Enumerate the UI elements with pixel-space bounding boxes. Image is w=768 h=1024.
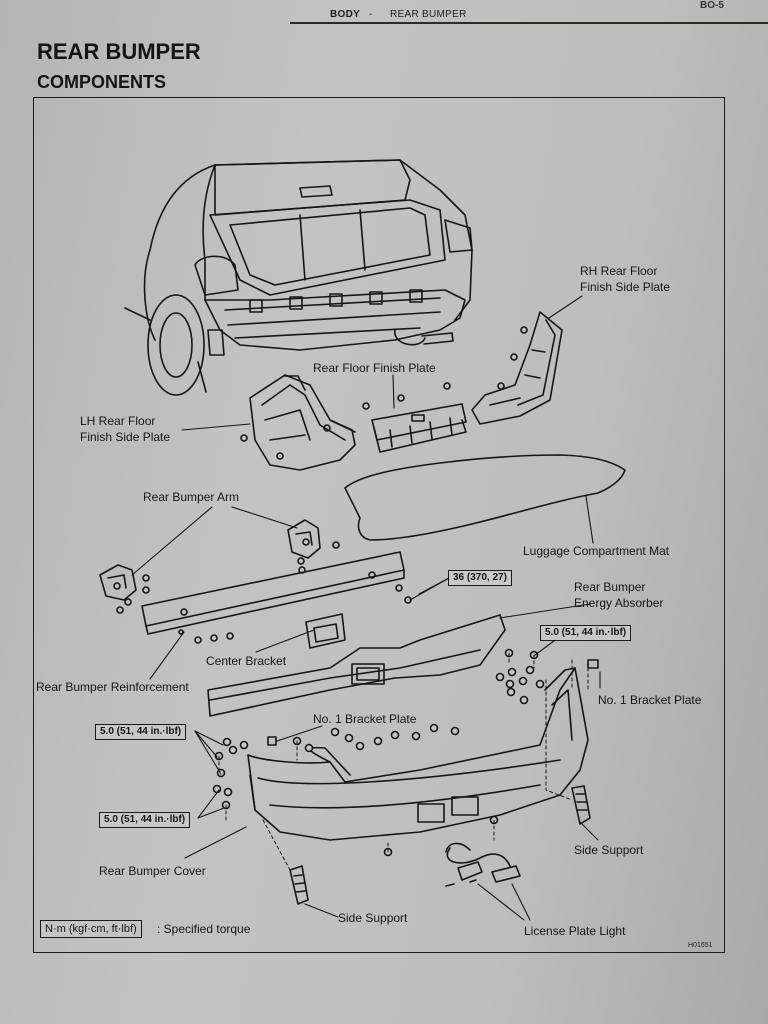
center-bracket [194, 613, 346, 649]
luggage-mat [344, 454, 626, 541]
rh-floor-side-plate [471, 311, 563, 425]
label-center-bracket: Center Bracket [206, 654, 287, 668]
lh-floor-side-plate [240, 374, 356, 471]
side-support-left [289, 865, 309, 905]
torque-reinforcement-bolts: 36 (370, 27) [448, 570, 512, 586]
no1-bracket-plate-right [587, 659, 599, 669]
label-side-support-right: Side Support [574, 843, 644, 857]
legend-meaning: : Specified torque [157, 922, 251, 936]
page-subtitle: COMPONENTS [37, 72, 167, 92]
label-rear-bumper-arm: Rear Bumper Arm [143, 490, 240, 504]
label-rh-plate-line2: Finish Side Plate [580, 280, 671, 294]
label-rh-plate-line1: RH Rear Floor [580, 264, 658, 278]
header-section: BODY [330, 9, 361, 20]
torque-cover-right: 5.0 (51, 44 in.·lbf) [540, 625, 632, 641]
torque-cover-left-upper: 5.0 (51, 44 in.·lbf) [95, 724, 187, 740]
rear-bumper-arm-right [287, 519, 340, 574]
figure-id: H01651 [688, 942, 713, 949]
label-license-plate-light: License Plate Light [524, 924, 626, 938]
diagram-frame [33, 97, 725, 953]
label-rear-floor-finish-plate: Rear Floor Finish Plate [313, 361, 436, 375]
label-lh-plate-line1: LH Rear Floor [80, 414, 156, 428]
page-title: REAR BUMPER [37, 39, 201, 64]
license-plate-light [445, 842, 521, 887]
legend-unit-box: N·m (kgf·cm, ft·lbf) [40, 920, 142, 938]
rear-bumper-reinforcement [141, 551, 405, 635]
vehicle-rear-body [124, 159, 473, 396]
label-absorber-line1: Rear Bumper [574, 580, 646, 594]
label-no1-bracket-plate-left: No. 1 Bracket Plate [313, 712, 417, 726]
energy-absorber [207, 614, 506, 717]
label-luggage-mat: Luggage Compartment Mat [523, 544, 670, 558]
header-rule [290, 22, 768, 24]
alignment-lines [218, 652, 589, 871]
header-topic: REAR BUMPER [390, 9, 467, 20]
label-side-support-left: Side Support [338, 911, 408, 925]
label-absorber-line2: Energy Absorber [574, 596, 664, 610]
rear-bumper-cover [247, 667, 589, 841]
side-support-right [571, 785, 591, 825]
leader-lines [131, 295, 601, 921]
rear-floor-finish-plate [362, 382, 467, 453]
rear-bumper-arm-left [99, 564, 150, 614]
label-lh-plate-line2: Finish Side Plate [80, 430, 171, 444]
no1-bracket-plate-left [267, 736, 277, 746]
label-no1-bracket-plate-right: No. 1 Bracket Plate [598, 693, 702, 707]
label-bumper-cover: Rear Bumper Cover [99, 864, 206, 878]
label-reinforcement: Rear Bumper Reinforcement [36, 680, 189, 694]
torque-cover-left-lower: 5.0 (51, 44 in.·lbf) [99, 812, 191, 828]
header-separator: - [369, 9, 373, 20]
page-number: BO-5 [700, 0, 724, 11]
